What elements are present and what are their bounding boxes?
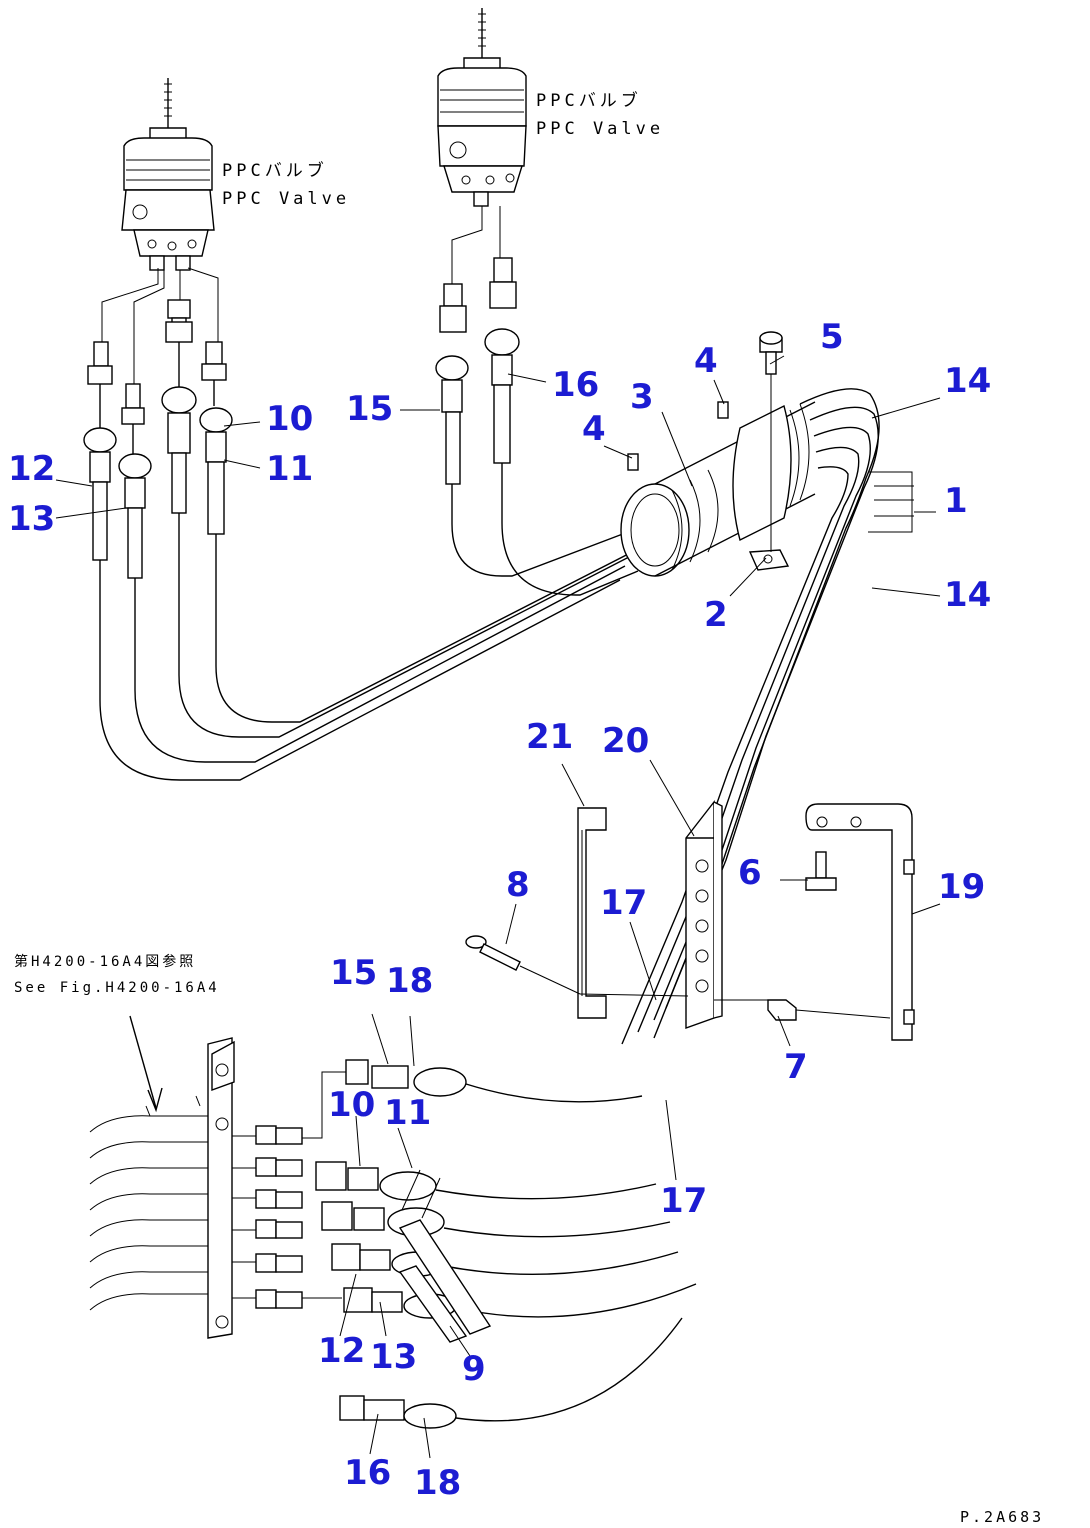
ppc-valve-left-jp: PPCバルブ bbox=[222, 160, 328, 181]
callout-19: 19 bbox=[938, 867, 985, 907]
clamp-plate-20 bbox=[685, 799, 723, 1029]
bottom-hose-end bbox=[339, 1317, 683, 1429]
callout-12-upper: 12 bbox=[8, 449, 55, 489]
left-valve-fittings bbox=[87, 267, 227, 458]
callout-16-upper: 16 bbox=[552, 365, 599, 405]
callout-13-lower: 13 bbox=[370, 1337, 417, 1377]
callout-16-lower: 16 bbox=[344, 1453, 391, 1493]
ppc-valve-right bbox=[437, 8, 527, 207]
spiral-sleeve-and-clamp bbox=[620, 401, 816, 577]
callout-4-upper: 4 bbox=[694, 341, 718, 381]
callout-4-lower: 4 bbox=[582, 409, 606, 449]
bolt-8 bbox=[465, 935, 689, 997]
bolt-6 bbox=[805, 851, 837, 891]
callout-13-upper: 13 bbox=[8, 499, 55, 539]
callout-17-lower: 17 bbox=[660, 1181, 707, 1221]
callout-7: 7 bbox=[784, 1047, 808, 1087]
callout-10-upper: 10 bbox=[266, 399, 313, 439]
callout-14-lower: 14 bbox=[944, 575, 991, 615]
ppc-valve-right-jp: PPCバルブ bbox=[536, 90, 642, 111]
callout-9: 9 bbox=[462, 1349, 486, 1389]
callout-2: 2 bbox=[704, 595, 728, 635]
callout-15-lower: 15 bbox=[330, 953, 377, 993]
leader-lines bbox=[55, 355, 941, 1459]
page-id: P.2A683 bbox=[960, 1508, 1044, 1526]
ppc-valve-right-en: PPC Valve bbox=[536, 119, 664, 139]
callout-20: 20 bbox=[602, 721, 649, 761]
callout-12-lower: 12 bbox=[318, 1331, 365, 1371]
hose-bundle-left bbox=[99, 463, 641, 781]
callout-3: 3 bbox=[630, 377, 654, 417]
block-hose-ends bbox=[302, 1059, 697, 1343]
ppc-valve-left bbox=[121, 78, 215, 271]
bracket-19 bbox=[805, 803, 915, 1041]
figure-reference-jp: 第H4200-16A4図参照 bbox=[14, 953, 196, 970]
callout-6: 6 bbox=[738, 853, 762, 893]
ppc-valve-left-en: PPC Valve bbox=[222, 189, 350, 209]
right-valve-fittings bbox=[439, 206, 517, 333]
figure-reference-en: See Fig.H4200-16A4 bbox=[14, 980, 220, 996]
callout-18-lower: 18 bbox=[414, 1463, 461, 1503]
callout-1: 1 bbox=[944, 481, 968, 521]
callout-5: 5 bbox=[820, 317, 844, 357]
bracket-21 bbox=[577, 807, 607, 1019]
callout-14-upper: 14 bbox=[944, 361, 991, 401]
callout-11-lower: 11 bbox=[384, 1093, 431, 1133]
tube-block bbox=[89, 1037, 235, 1339]
nut-7 bbox=[714, 999, 891, 1021]
callout-10-lower: 10 bbox=[328, 1085, 375, 1125]
block-fittings bbox=[232, 1125, 303, 1309]
callout-21: 21 bbox=[526, 717, 573, 757]
callout-11-upper: 11 bbox=[266, 449, 313, 489]
callout-18-upper: 18 bbox=[386, 961, 433, 1001]
callout-15-upper: 15 bbox=[346, 389, 393, 429]
callout-8: 8 bbox=[506, 865, 530, 905]
callout-17-upper: 17 bbox=[600, 883, 647, 923]
